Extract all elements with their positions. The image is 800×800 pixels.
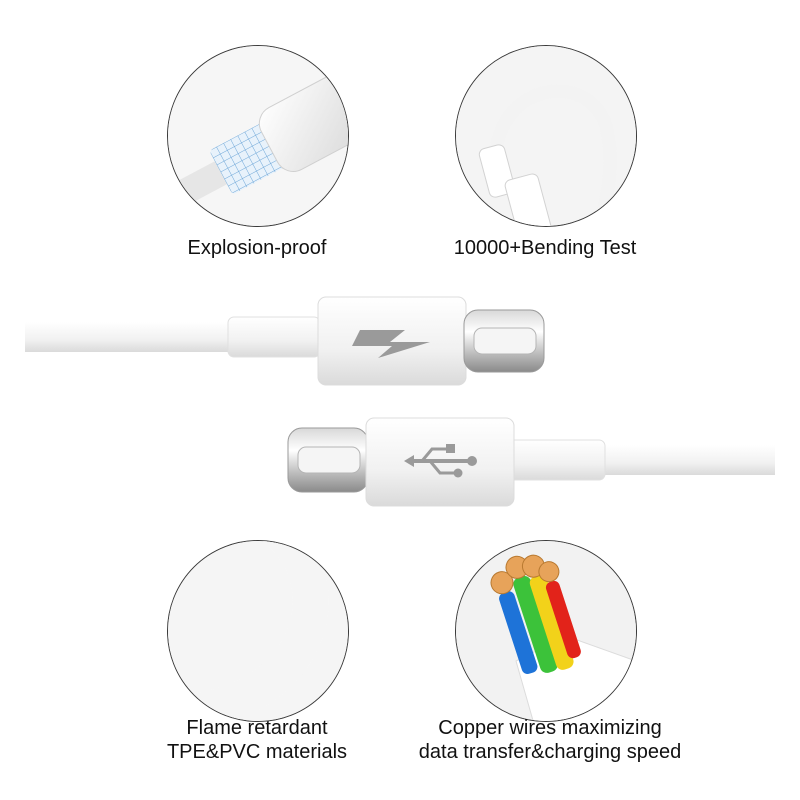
usb-c-connectors bbox=[25, 296, 775, 507]
copper-wires-closeup bbox=[456, 541, 636, 721]
lower-cable bbox=[287, 417, 775, 507]
copper-wires-line2: data transfer&charging speed bbox=[418, 741, 682, 763]
copper-wires-caption: Copper wires maximizing data transfer&ch… bbox=[400, 716, 700, 764]
flame-retardant-line2: TPE&PVC materials bbox=[166, 741, 348, 763]
bending-test-photo bbox=[455, 45, 637, 227]
bending-test-label: 10000+Bending Test bbox=[453, 237, 637, 259]
copper-wires-photo bbox=[455, 540, 637, 722]
explosion-proof-photo bbox=[167, 45, 349, 227]
upper-cable bbox=[25, 296, 545, 386]
bent-cable-closeup bbox=[456, 46, 636, 226]
flame-retardant-photo bbox=[167, 540, 349, 722]
braided-shield-closeup bbox=[168, 46, 348, 226]
lightning-bolt-icon bbox=[352, 330, 430, 358]
flame-retardant-caption: Flame retardant TPE&PVC materials bbox=[142, 716, 372, 764]
explosion-proof-caption: Explosion-proof bbox=[157, 236, 357, 260]
bending-test-caption: 10000+Bending Test bbox=[440, 236, 650, 260]
usb-symbol-icon bbox=[404, 444, 477, 478]
explosion-proof-label: Explosion-proof bbox=[187, 237, 327, 259]
flame-retardant-line1: Flame retardant bbox=[186, 717, 328, 739]
cable-loop-closeup bbox=[168, 541, 348, 721]
copper-wires-line1: Copper wires maximizing bbox=[438, 717, 662, 739]
